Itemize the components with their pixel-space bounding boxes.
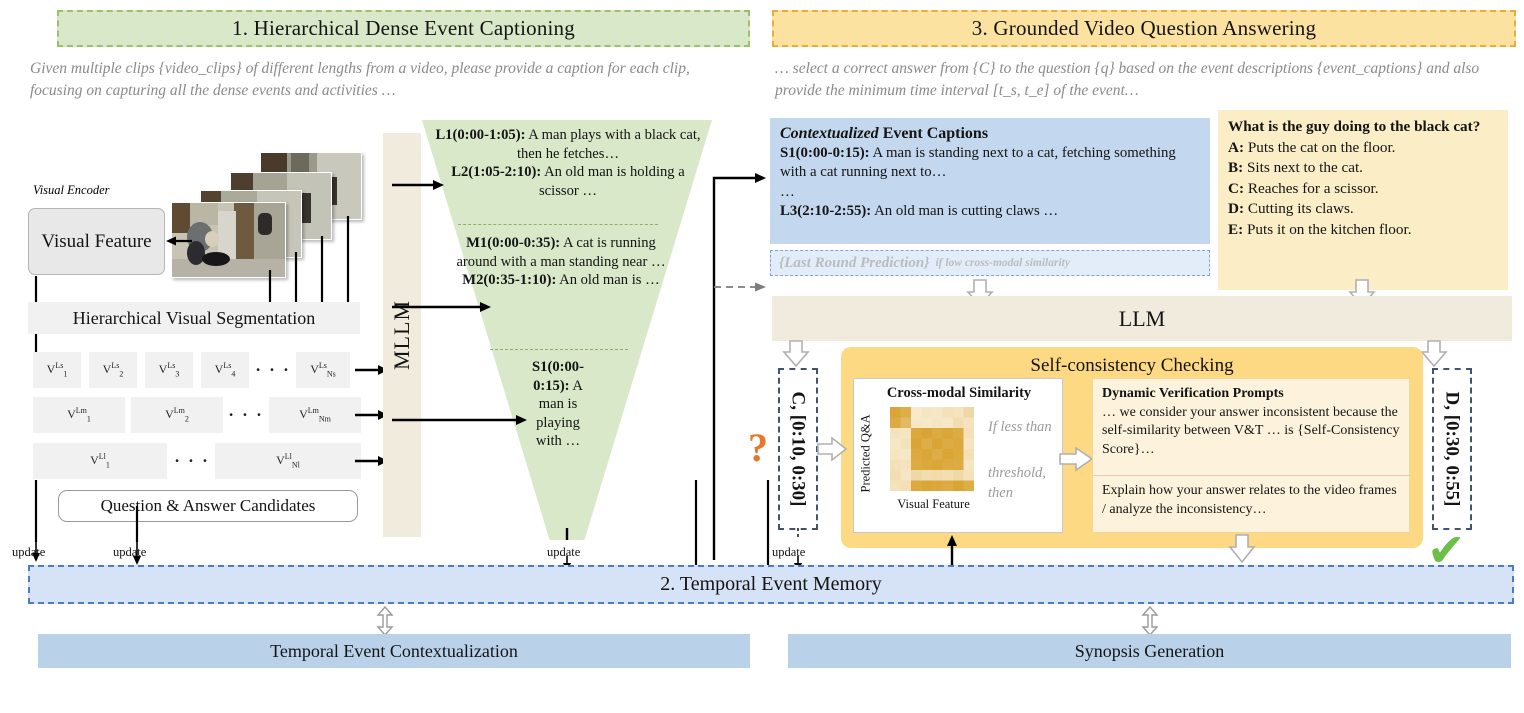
token-row-short-ellipsis: · · · [255, 360, 291, 379]
dvp-top-block: Dynamic Verification Prompts … we consid… [1102, 385, 1402, 459]
final-answer-box: D, [0:30, 0:55] [1432, 368, 1472, 530]
token-lm-2: VLm2 [131, 397, 223, 433]
memory-to-bottom-arrow-left [376, 605, 394, 637]
threshold-then-label: threshold, then [988, 465, 1046, 501]
hollow-arrows-from-llm [782, 340, 1448, 368]
update-label-left-2: update [113, 545, 147, 559]
funnel-group-mid: M1(0:00-0:35): A cat is running around w… [455, 234, 667, 290]
synopsis-generation-label: Synopsis Generation [1074, 640, 1225, 661]
visual-feature-box: Visual Feature [28, 208, 165, 275]
last-round-prediction-note: if low cross-modal similarity [935, 257, 1070, 269]
token-row-long: VLl1 · · · VLlNl [33, 443, 361, 479]
initial-answer-box: C, [0:10, 0:30] [778, 368, 818, 530]
contextualized-title: Contextualized Event Captions [780, 125, 989, 142]
token-ll-nl: VLlNl [215, 443, 361, 479]
dvp-divider [1093, 475, 1411, 476]
question-option-d[interactable]: D: Cutting its claws. [1228, 200, 1354, 217]
question-option-b[interactable]: B: Sits next to the cat. [1228, 159, 1363, 176]
last-round-prediction-label: {Last Round Prediction} [779, 254, 930, 271]
question-box: What is the guy doing to the black cat? … [1218, 110, 1508, 290]
funnel-divider-1 [458, 224, 658, 225]
funnel-caption-l1: L1(0:00-1:05): A man plays with a black … [435, 127, 701, 162]
temporal-event-memory-bar: 2. Temporal Event Memory [28, 565, 1514, 604]
if-less-than-label: If less than [988, 419, 1052, 435]
contextualized-line-3: L3(2:10-2:55): An old man is cutting cla… [780, 203, 1059, 219]
token-ls-2: VLs2 [89, 352, 137, 388]
section-1-prompt: Given multiple clips {video_clips} of di… [30, 60, 690, 99]
funnel-caption-m1: M1(0:00-0:35): A cat is running around w… [456, 235, 666, 270]
question-option-a[interactable]: A: Puts the cat on the floor. [1228, 138, 1396, 156]
funnel-group-long: L1(0:00-1:05): A man plays with a black … [432, 126, 704, 200]
token-lm-nm: VLmNm [269, 397, 361, 433]
dvp-title: Dynamic Verification Prompts [1102, 386, 1284, 401]
token-row-medium: VLm1 VLm2 · · · VLmNm [33, 397, 361, 433]
final-answer-label: D, [0:30, 0:55] [1442, 391, 1463, 507]
update-label-left-1: update [12, 545, 46, 559]
funnel-to-context-arrows [712, 173, 766, 560]
update-label-answer: update [772, 545, 806, 559]
cross-modal-similarity-card: Cross-modal Similarity Predicted Q&A Vis… [853, 378, 1063, 533]
cross-modal-similarity-xlabel: Visual Feature [897, 497, 970, 511]
token-ls-1: VLs1 [33, 352, 81, 388]
section-1-title: 1. Hierarchical Dense Event Captioning [232, 16, 575, 40]
self-consistency-title: Self-consistency Checking [1030, 355, 1234, 376]
llm-block: LLM [772, 296, 1512, 341]
token-ll-1: VLl1 [33, 443, 167, 479]
last-round-prediction-box: {Last Round Prediction} if low cross-mod… [770, 250, 1210, 276]
section-3-title: 3. Grounded Video Question Answering [971, 16, 1317, 40]
answer-to-cms-arrow [817, 436, 848, 462]
llm-label: LLM [1118, 305, 1166, 331]
left-update-arrows [32, 480, 141, 565]
question-option-e[interactable]: E: Puts it on the kitchen floor. [1228, 220, 1412, 238]
dvp-down-arrow [1228, 534, 1256, 564]
mllm-to-funnel-arrows [392, 180, 527, 425]
token-row-medium-ellipsis: · · · [228, 405, 264, 424]
token-ls-3: VLs3 [145, 352, 193, 388]
question-prompt: What is the guy doing to the black cat? [1228, 118, 1481, 135]
cms-to-dvp-arrow [1059, 446, 1094, 472]
question-option-c[interactable]: C: Reaches for a scissor. [1228, 179, 1379, 197]
funnel-caption-s1: S1(0:00-0:15): A man is playing with … [532, 359, 584, 449]
visual-feature-label: Visual Feature [41, 230, 152, 252]
question-mark-icon: ? [748, 425, 768, 470]
cross-modal-similarity-ylabel: Predicted Q&A [858, 414, 873, 493]
token-row-long-ellipsis: · · · [174, 451, 210, 470]
temporal-event-memory-label: 2. Temporal Event Memory [660, 573, 882, 595]
mllm-block: MLLM [383, 133, 421, 537]
memory-to-bottom-arrow-right [1141, 605, 1159, 637]
token-lm-1: VLm1 [33, 397, 125, 433]
funnel-group-short: S1(0:00-0:15): A man is playing with … [522, 358, 594, 451]
cross-modal-similarity-title: Cross-modal Similarity [886, 385, 1032, 401]
temporal-event-contextualization-label: Temporal Event Contextualization [270, 640, 518, 661]
dvp-body: … we consider your answer inconsistent b… [1102, 404, 1400, 457]
dynamic-verification-prompts-card: Dynamic Verification Prompts … we consid… [1092, 378, 1411, 533]
synopsis-generation-bar: Synopsis Generation [788, 634, 1511, 668]
dvp-body-2: Explain how your answer relates to the v… [1102, 483, 1397, 517]
cross-modal-similarity-heatmap [890, 407, 974, 491]
visual-encoder-label: Visual Encoder [33, 183, 110, 197]
qa-candidates-label: Question & Answer Candidates [100, 496, 316, 515]
token-ls-ns: VLsNs [296, 352, 350, 388]
funnel-divider-2 [490, 349, 628, 350]
temporal-event-contextualization-bar: Temporal Event Contextualization [38, 634, 750, 668]
hierarchical-visual-segmentation: Hierarchical Visual Segmentation [28, 302, 360, 334]
hvs-label: Hierarchical Visual Segmentation [72, 307, 316, 328]
contextualized-line-2: … [780, 183, 795, 200]
section-3-prompt: … select a correct answer from {C} to th… [775, 60, 1480, 99]
token-ls-4: VLs4 [201, 352, 249, 388]
right-update-arrows [694, 480, 770, 568]
update-label-funnel: update [547, 545, 581, 559]
section-1-banner: 1. Hierarchical Dense Event Captioning [57, 10, 750, 47]
video-frame-stack [168, 150, 383, 278]
funnel-caption-l2: L2(1:05-2:10): An old man is holding a s… [451, 164, 685, 199]
qa-candidates-box: Question & Answer Candidates [58, 490, 358, 522]
funnel-caption-m2: M2(0:35-1:10): An old man is … [462, 272, 660, 288]
section-3-banner: 3. Grounded Video Question Answering [772, 10, 1516, 47]
contextualized-line-1: S1(0:00-0:15): A man is standing next to… [780, 144, 1176, 181]
token-row-short: VLs1 VLs2 VLs3 VLs4 · · · VLsNs [33, 352, 360, 388]
contextualized-captions-box: Contextualized Event Captions S1(0:00-0:… [770, 118, 1210, 244]
